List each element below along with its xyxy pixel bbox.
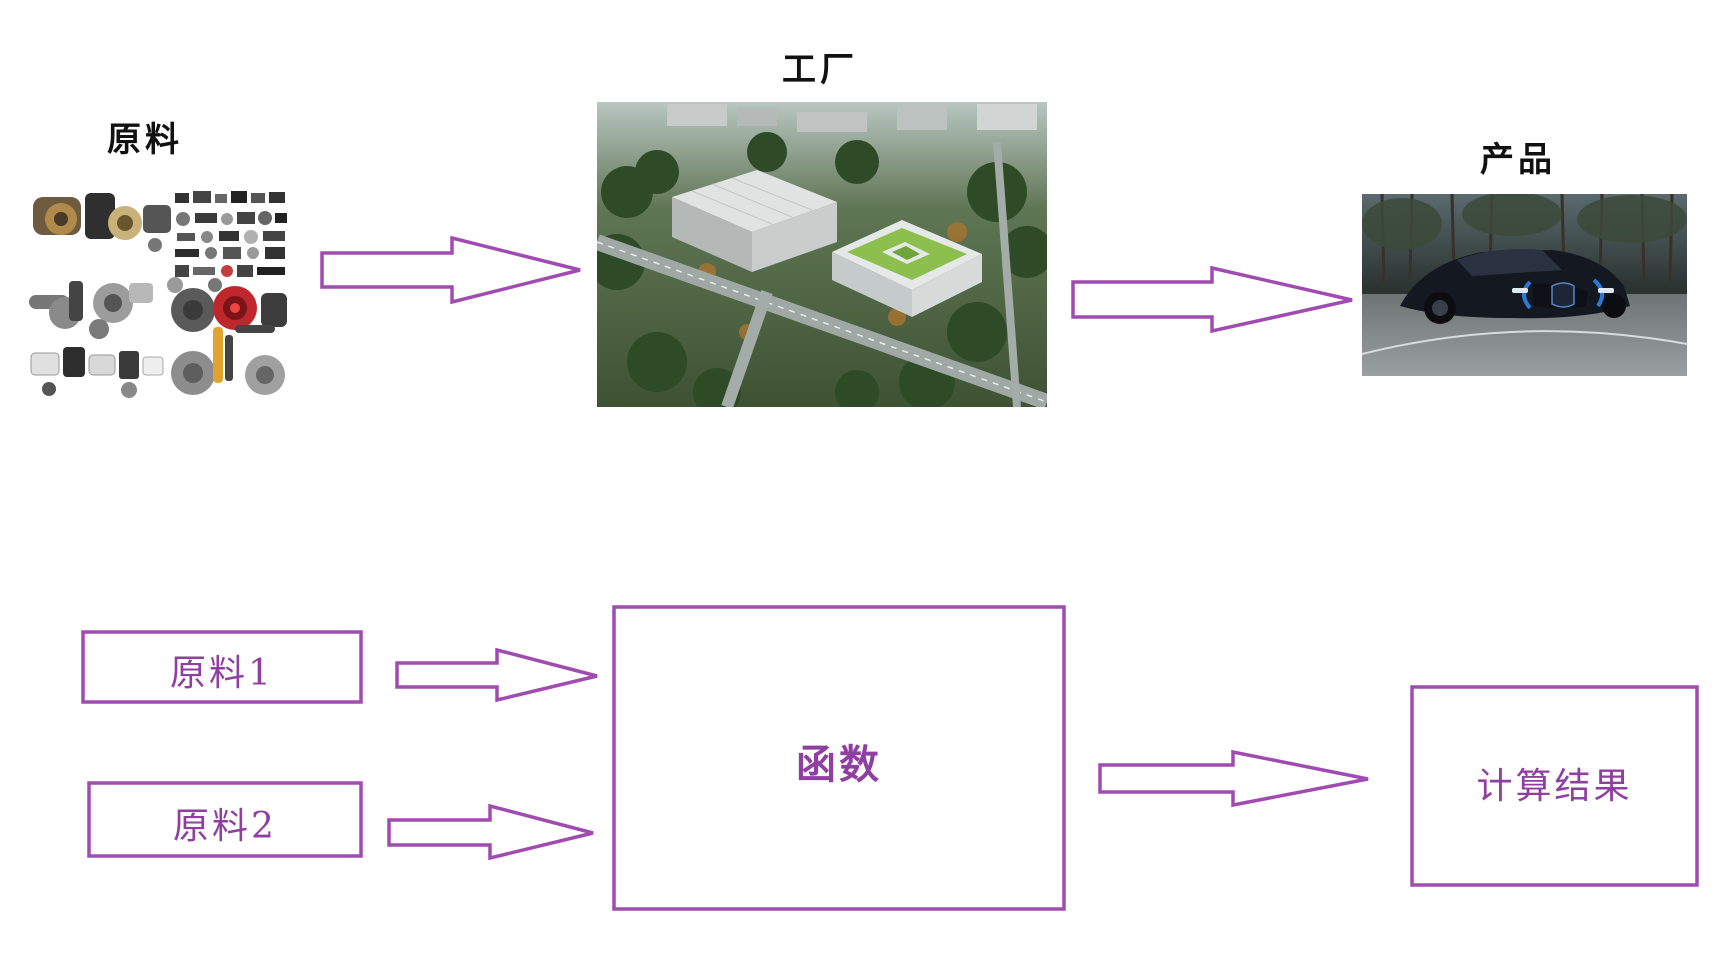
arrow-raw-to-factory	[322, 238, 580, 302]
function-label: 函数	[614, 732, 1064, 790]
result-label: 计算结果	[1412, 757, 1697, 809]
input1-label: 原料1	[83, 644, 361, 696]
arrow-input2-to-function	[389, 806, 593, 858]
arrow-input1-to-function	[397, 650, 597, 700]
input2-label: 原料2	[89, 797, 361, 849]
arrow-factory-to-product	[1073, 268, 1352, 331]
arrow-function-to-result	[1100, 752, 1368, 805]
